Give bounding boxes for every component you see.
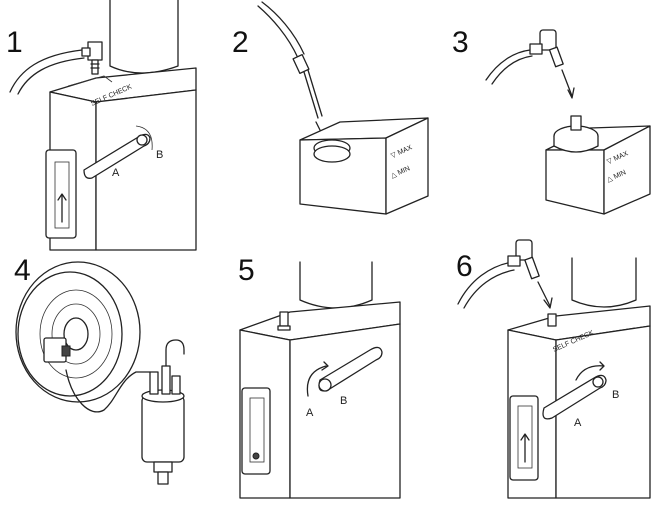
- step-5-number: 5: [238, 254, 255, 287]
- nipple-fitting: [570, 115, 582, 131]
- hose: [457, 261, 513, 305]
- quick-connector: [515, 239, 533, 261]
- rotate-arrow-icon: [306, 361, 329, 397]
- label-b: B: [340, 395, 347, 407]
- nipple-fitting: [279, 311, 289, 327]
- step-5-panel: 5 A B: [238, 254, 401, 499]
- step-6-panel: 6 SELF CHECK A B: [456, 239, 651, 499]
- step-3-number: 3: [452, 26, 469, 59]
- step-3-panel: 3 ▽ MAX △ MIN: [452, 26, 651, 215]
- up-arrow-icon: [57, 193, 67, 223]
- flow-gauge: [241, 387, 271, 475]
- container-front: [545, 149, 605, 215]
- cabinet-side: [555, 325, 651, 499]
- label-b: B: [612, 389, 619, 401]
- flow-gauge: [45, 149, 77, 239]
- step-4-number: 4: [14, 254, 31, 287]
- lever: [318, 346, 383, 392]
- hose: [485, 49, 531, 81]
- hose: [257, 5, 299, 59]
- up-arrow-icon: [520, 433, 530, 463]
- label-b: B: [156, 149, 163, 161]
- down-arrow-icon: [561, 69, 575, 99]
- probe-tube: [303, 69, 323, 119]
- quick-connector: [539, 29, 557, 51]
- hose: [9, 49, 83, 93]
- step-1-panel: 1 SELF CHECK A B: [6, 0, 197, 251]
- lever: [542, 374, 607, 420]
- rotate-arrow-icon: [575, 361, 605, 381]
- step-1-number: 1: [6, 26, 23, 59]
- connecting-tube: [65, 369, 151, 413]
- flow-gauge: [509, 395, 539, 481]
- step-2-number: 2: [232, 26, 249, 59]
- nipple-fitting: [547, 313, 557, 327]
- label-a: A: [112, 167, 120, 179]
- down-arrow-icon: [537, 281, 553, 309]
- cabinet-side: [289, 323, 401, 499]
- container-side: [385, 117, 429, 215]
- cylinder: [299, 261, 373, 309]
- step-4-panel: 4: [14, 254, 185, 485]
- label-a: A: [574, 417, 582, 429]
- wheel-hub: [63, 317, 89, 351]
- lever: [83, 133, 151, 179]
- cylinder: [109, 0, 179, 74]
- cylinder: [571, 257, 637, 308]
- hook: [165, 339, 185, 367]
- container-side: [603, 125, 651, 215]
- cabinet-side: [95, 89, 197, 251]
- step-6-number: 6: [456, 250, 473, 283]
- canister: [141, 395, 185, 463]
- label-a: A: [306, 407, 314, 419]
- step-2-panel: 2 ▽ MAX △ MIN: [232, 1, 429, 215]
